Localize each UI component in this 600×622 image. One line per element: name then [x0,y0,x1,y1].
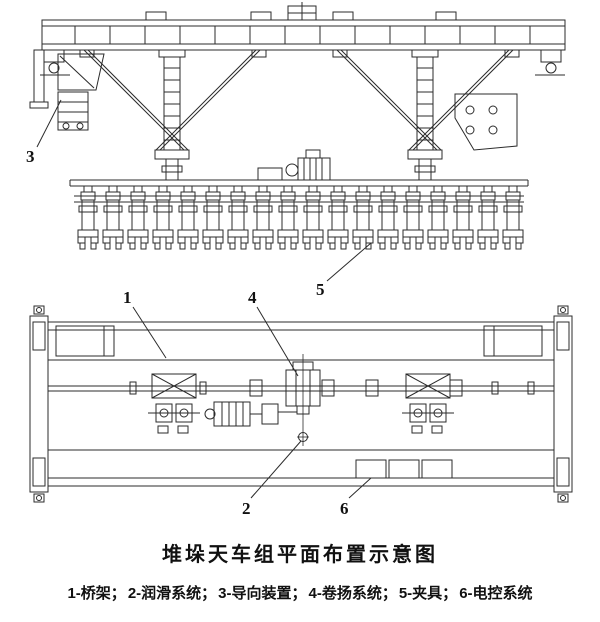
callout-5-clamp: 5 [316,280,325,299]
trolley-motor [204,401,297,427]
legend-item-hoist: 4-卷扬系统； [308,585,397,602]
leader-4 [256,306,299,377]
callout-6-electric: 6 [340,499,349,518]
right-mast [332,49,520,180]
left-mast [79,49,267,180]
leader-1 [132,306,167,359]
guide-device [57,53,105,131]
legend-item-lubrication: 2-润滑系统； [127,585,217,602]
electric-control-boxes [355,459,453,479]
callout-2-lubrication: 2 [242,499,251,518]
legend-item-clamp: 5-夹具； [398,585,458,602]
wheel-unit-left [148,373,200,434]
end-carriage-left [29,305,49,503]
hoist-winch [285,354,321,446]
callout-3-guide: 3 [26,147,35,166]
callout-1-bridge: 1 [123,288,132,307]
bridge-girder-plan [48,321,554,487]
plan-view: 1 4 2 6 [29,288,573,518]
figure-legend: 1-桥架；2-润滑系统；3-导向装置；4-卷扬系统；5-夹具；6-电控系统 [0,582,600,603]
legend-item-bridge: 1-桥架； [67,585,126,602]
figure-title: 堆垛天车组平面布置示意图 [162,544,438,566]
elevation-view: 3 5 [26,2,566,299]
leader-6 [348,477,372,499]
end-wheel-left [29,49,70,109]
legend-item-electric: 6-电控系统 [459,585,533,602]
lubrication-point [297,432,309,442]
drive-shaft [48,379,554,397]
bridge-girder-elevation [41,11,566,51]
crane-drawing: 3 5 [26,2,573,518]
wheel-unit-right [402,373,454,434]
leader-5 [326,242,372,282]
leader-3 [36,99,62,148]
end-wheel-right [535,49,565,76]
callout-4-hoist: 4 [248,288,257,307]
trolley-pivot [287,2,317,21]
leader-2 [250,440,302,499]
clamp-row [74,185,524,250]
end-carriage-right [553,305,573,503]
clamp-beam [69,179,529,187]
beam-motor [257,149,331,181]
bracket-plate [454,93,518,151]
legend-item-guide: 3-导向装置； [218,585,307,602]
